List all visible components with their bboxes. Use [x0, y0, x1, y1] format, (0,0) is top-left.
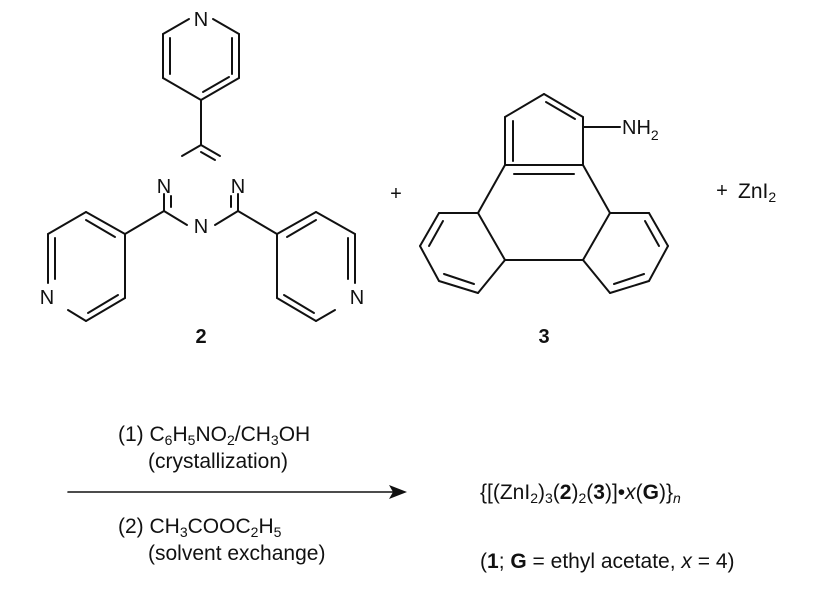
pf-x: x: [625, 481, 636, 504]
compound-label-3: 3: [538, 326, 549, 348]
pf-a: {[(ZnI: [480, 481, 531, 504]
pd-compound-1: 1: [487, 550, 499, 573]
pf-compound-2: 2: [559, 481, 572, 504]
atom-n-triazine-right: N: [231, 176, 245, 198]
pd-mid: ;: [498, 550, 511, 573]
product-description: (1; G = ethyl acetate, x = 4): [480, 550, 735, 574]
zni-subscript: 2: [768, 189, 777, 205]
pf-compound-3: 3: [593, 481, 605, 504]
pf-s1: 2: [530, 490, 538, 506]
pf-i: (: [635, 481, 643, 504]
plus-sign-2: +: [716, 180, 728, 202]
step1-sub2: 5: [187, 432, 196, 448]
step2-sub2: 2: [250, 524, 259, 540]
central-ring: [477, 164, 611, 261]
pd-tail: = 4): [691, 550, 735, 573]
condition-step-2: (2) CH3COOC2H5: [118, 515, 281, 539]
triphenylene-compound: [419, 93, 669, 294]
zinc-iodide-reagent: ZnI2: [738, 180, 776, 204]
atom-n-triazine-left: N: [157, 176, 171, 198]
compound-label-2: 2: [195, 326, 206, 348]
step1-sub1: 6: [164, 432, 173, 448]
pd-open: (: [480, 550, 487, 573]
reaction-arrow: [67, 485, 407, 499]
pd-eq: = ethyl acetate,: [526, 550, 682, 573]
step1-text3: /CH: [234, 423, 271, 446]
condition-step-2-note: (solvent exchange): [148, 542, 326, 565]
pd-guest: G: [510, 550, 527, 573]
nh-subscript: 2: [651, 127, 659, 143]
nh-text: NH: [622, 117, 651, 139]
zni-text: ZnI: [738, 180, 769, 203]
step2-sub3: 5: [273, 524, 282, 540]
bond-right-link: [237, 210, 278, 235]
step1-text2: NO: [195, 423, 227, 446]
step1-sub3: 2: [226, 432, 235, 448]
atom-nh2: NH2: [622, 117, 659, 143]
step1-sub4: 3: [270, 432, 279, 448]
step1-text1: H: [172, 423, 188, 446]
atom-n-left-pyridine: N: [40, 287, 54, 309]
pf-h: )]•: [604, 481, 626, 504]
pf-s3: 2: [578, 490, 587, 506]
atom-n-triazine-bottom: N: [194, 216, 208, 238]
left-ring: [419, 212, 506, 294]
pf-c: (: [552, 481, 560, 504]
atom-n-top: N: [194, 9, 208, 31]
plus-sign-1: +: [390, 183, 402, 205]
step2-text1: COOC: [187, 515, 251, 538]
atom-n-right-pyridine: N: [350, 287, 364, 309]
triazine-compound: [47, 18, 356, 322]
step2-text2: H: [258, 515, 274, 538]
top-pyridine-ring: [162, 18, 240, 101]
pf-guest: G: [642, 481, 659, 504]
product-formula: {[(ZnI2)3(2)2(3)]•x(G)}n: [480, 481, 681, 505]
left-pyridine-ring: [47, 211, 126, 322]
pf-e: ): [571, 481, 579, 504]
pf-j: )}: [658, 481, 673, 504]
triazine-ring: [163, 144, 239, 226]
step2-sub1: 3: [179, 524, 188, 540]
pf-f: (: [586, 481, 594, 504]
pd-x: x: [681, 550, 692, 573]
condition-step-1-note: (crystallization): [148, 450, 289, 473]
step1-text4: OH: [278, 423, 311, 446]
pf-n: n: [673, 490, 681, 506]
pf-s2: 3: [544, 490, 553, 506]
pf-b: ): [537, 481, 545, 504]
right-pyridine-ring: [276, 211, 356, 322]
right-ring: [582, 212, 669, 294]
condition-step-1: (1) C6H5NO2/CH3OH: [118, 423, 310, 447]
step2-prefix: (2) CH: [118, 515, 180, 538]
step1-prefix: (1) C: [118, 423, 165, 446]
top-ring: [504, 93, 584, 166]
bond-left-link: [124, 210, 165, 235]
